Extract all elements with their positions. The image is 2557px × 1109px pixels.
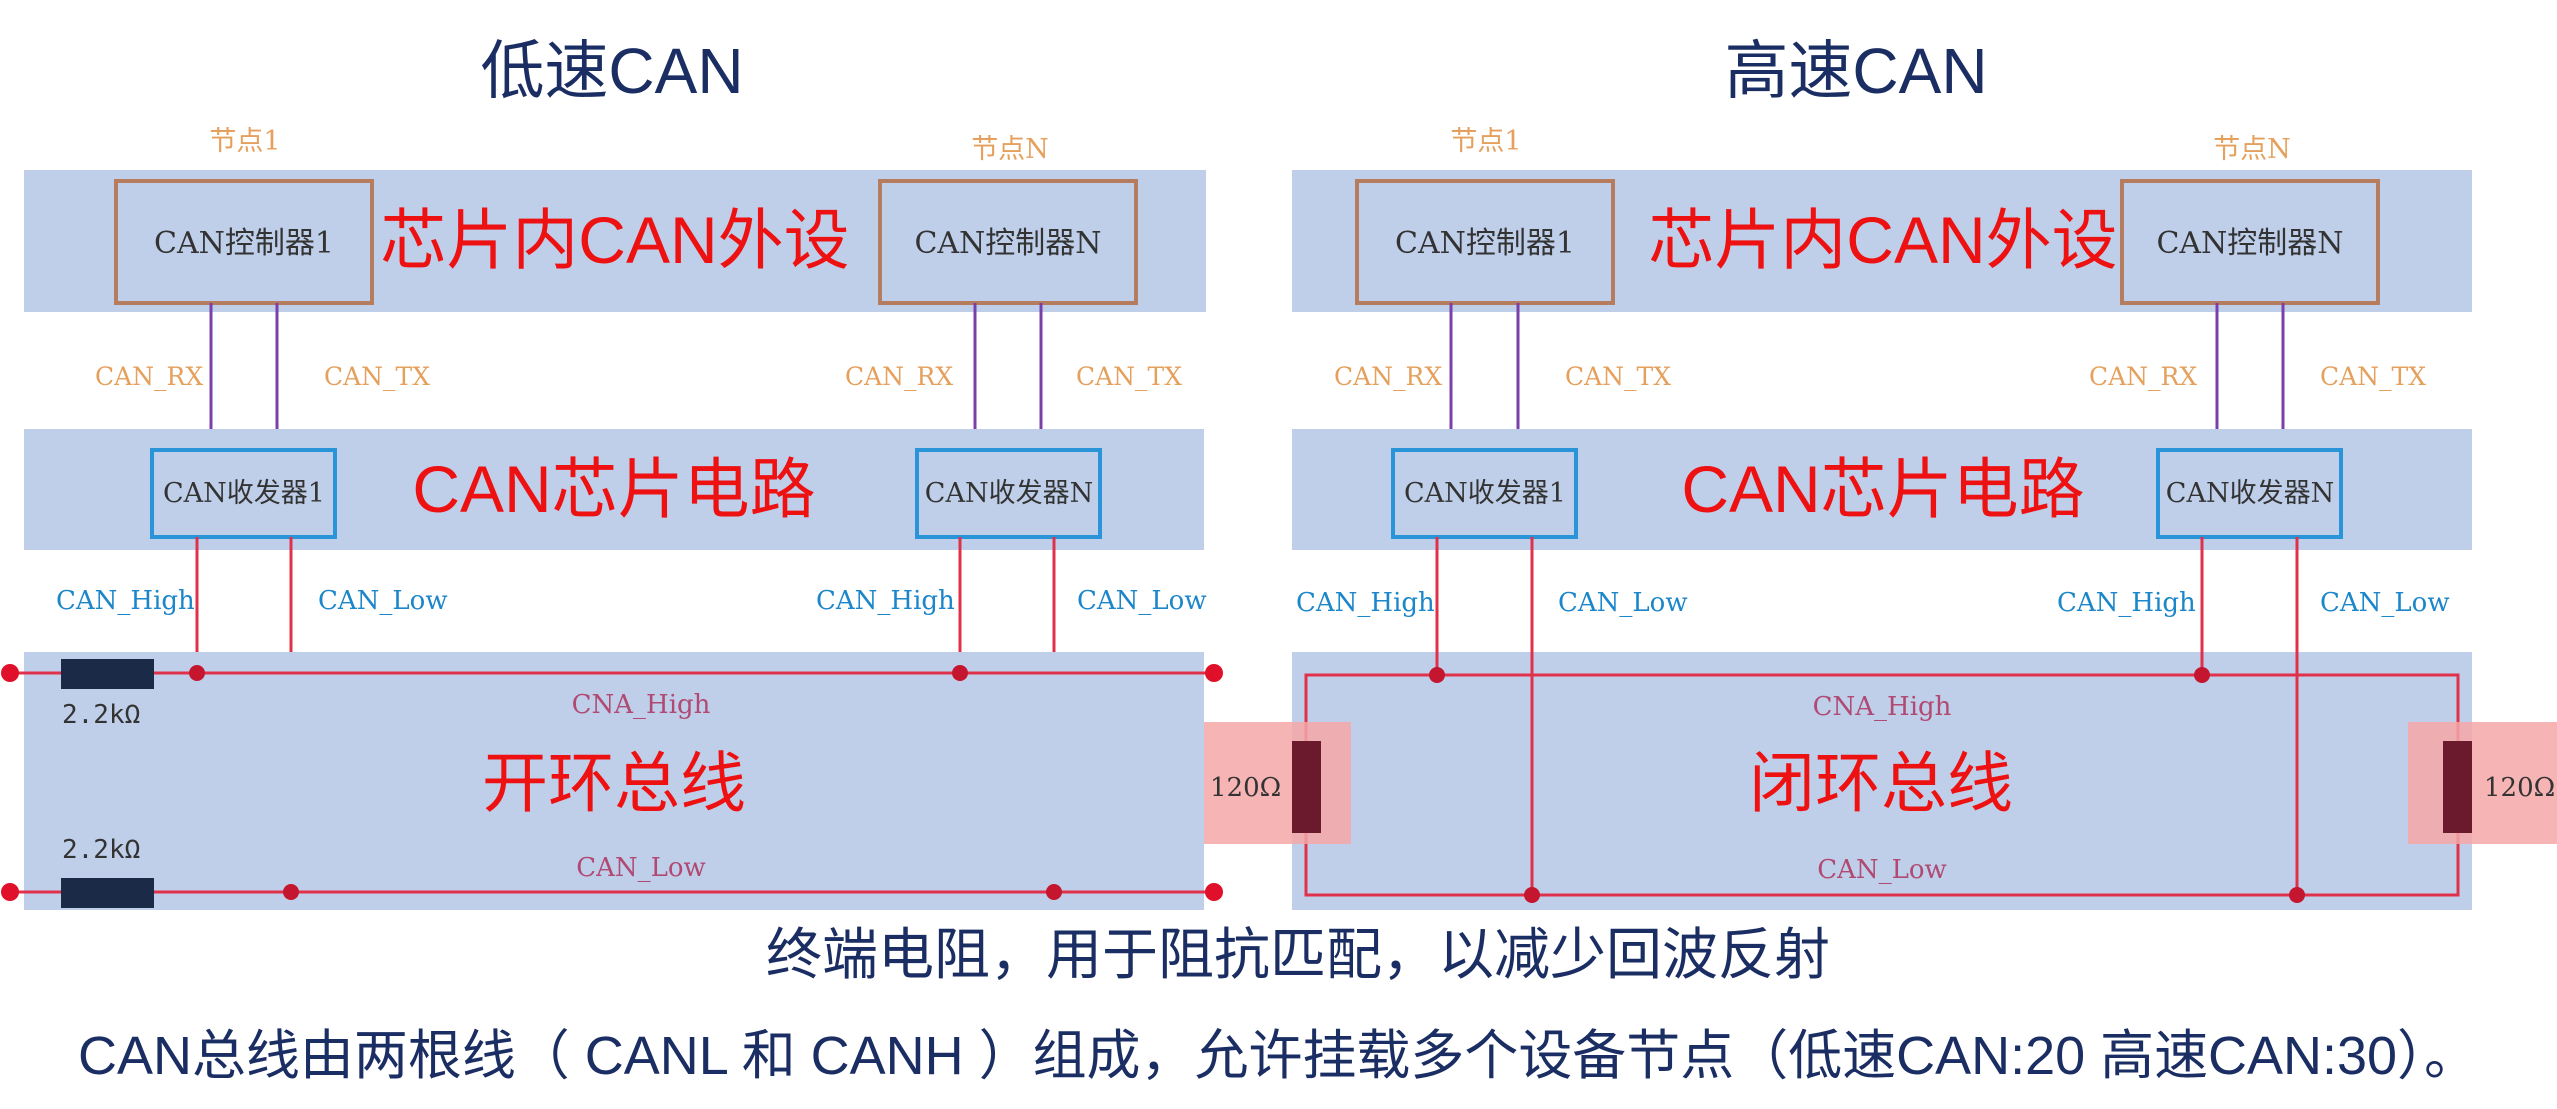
- terminator-left-label: 120Ω: [1210, 773, 1281, 803]
- left-bus-low-label: CAN_Low: [576, 853, 706, 883]
- right-controller1-label: CAN控制器1: [1395, 226, 1575, 261]
- left-chip-circuit-label: CAN芯片电路: [412, 452, 815, 526]
- left-can-high-1: CAN_High: [56, 586, 195, 616]
- left-bus-end-dot-tl: [1, 664, 19, 682]
- right-peripheral-label: 芯片内CAN外设: [1648, 203, 2117, 277]
- left-panel-low-speed-can: 低速CAN 节点1 节点N CAN控制器1 CAN控制器N 芯片内CAN外设 C…: [1, 35, 1223, 910]
- left-junction-low-n: [1046, 884, 1062, 900]
- right-junction-low-1: [1524, 887, 1540, 903]
- right-can-low-1: CAN_Low: [1558, 588, 1688, 618]
- right-transceiver1-label: CAN收发器1: [1404, 478, 1566, 509]
- terminator-right-resistor: [2443, 741, 2472, 833]
- left-can-rx-1: CAN_RX: [95, 362, 203, 391]
- left-resistor-bottom-label: 2.2kΩ: [62, 835, 140, 865]
- right-transceiverN-box: [2156, 448, 2343, 539]
- left-panel-title: 低速CAN: [480, 35, 743, 107]
- right-bus-label: 闭环总线: [1749, 746, 2013, 820]
- left-can-low-1: CAN_Low: [318, 586, 448, 616]
- left-node1-label: 节点1: [209, 126, 280, 157]
- right-bus-high-label: CNA_High: [1813, 692, 1952, 722]
- right-junction-high-n: [2194, 667, 2210, 683]
- right-panel-title: 高速CAN: [1724, 35, 1987, 107]
- right-can-rx-n: CAN_RX: [2089, 362, 2197, 391]
- left-nodeN-label: 节点N: [971, 134, 1049, 165]
- right-controller1-box: [1355, 179, 1615, 305]
- right-controllerN-label: CAN控制器N: [2156, 226, 2343, 261]
- left-controller1-label: CAN控制器1: [154, 226, 334, 261]
- footer-line-1: 终端电阻，用于阻抗匹配，以减少回波反射: [766, 923, 1830, 986]
- left-can-tx-1: CAN_TX: [324, 362, 430, 391]
- left-bus-end-dot-tr: [1205, 664, 1223, 682]
- right-bus-low-label: CAN_Low: [1817, 855, 1947, 885]
- terminator-left-resistor: [1292, 741, 1321, 833]
- left-transceiver1-box: [150, 448, 337, 539]
- left-junction-high-1: [189, 665, 205, 681]
- left-peripheral-label: 芯片内CAN外设: [380, 203, 849, 277]
- right-can-low-n: CAN_Low: [2320, 588, 2450, 618]
- right-node1-label: 节点1: [1450, 126, 1521, 157]
- left-controllerN-box: [878, 179, 1138, 305]
- right-chip-circuit-label: CAN芯片电路: [1681, 452, 2084, 526]
- left-junction-low-1: [283, 884, 299, 900]
- left-transceiverN-label: CAN收发器N: [925, 478, 1093, 509]
- left-controller1-box: [114, 179, 374, 305]
- left-transceiver1-label: CAN收发器1: [163, 478, 325, 509]
- right-bus-band: [1292, 652, 2472, 910]
- left-transceiverN-box: [915, 448, 1102, 539]
- right-transceiver1-box: [1391, 448, 1578, 539]
- termination-resistors: 120Ω 120Ω: [1204, 722, 2557, 844]
- left-bus-band: [24, 652, 1204, 910]
- left-can-tx-n: CAN_TX: [1076, 362, 1182, 391]
- right-can-high-1: CAN_High: [1296, 588, 1435, 618]
- left-can-rx-n: CAN_RX: [845, 362, 953, 391]
- left-bus-high-label: CNA_High: [572, 690, 711, 720]
- left-pullup-resistor-bottom: [61, 878, 154, 908]
- right-can-tx-n: CAN_TX: [2320, 362, 2426, 391]
- terminator-right-label: 120Ω: [2484, 773, 2555, 803]
- right-can-tx-1: CAN_TX: [1565, 362, 1671, 391]
- right-panel-high-speed-can: 高速CAN 节点1 节点N CAN控制器1 CAN控制器N 芯片内CAN外设 C…: [1292, 35, 2472, 910]
- left-resistor-top-label: 2.2kΩ: [62, 700, 140, 730]
- right-junction-low-n: [2289, 887, 2305, 903]
- left-can-high-n: CAN_High: [816, 586, 955, 616]
- terminator-right-highlight: [2408, 722, 2557, 844]
- left-controllerN-label: CAN控制器N: [914, 226, 1101, 261]
- right-controllerN-box: [2120, 179, 2380, 305]
- terminator-left-highlight: [1204, 722, 1351, 844]
- left-peripheral-band: [24, 170, 1206, 312]
- left-bus-end-dot-br: [1205, 883, 1223, 901]
- right-junction-high-1: [1429, 667, 1445, 683]
- right-nodeN-label: 节点N: [2213, 134, 2291, 165]
- left-bus-end-dot-bl: [1, 883, 19, 901]
- left-pullup-resistor-top: [61, 659, 154, 689]
- left-bus-label: 开环总线: [482, 746, 746, 820]
- left-can-low-n: CAN_Low: [1077, 586, 1207, 616]
- left-junction-high-n: [952, 665, 968, 681]
- right-can-rx-1: CAN_RX: [1334, 362, 1442, 391]
- footer-line-2: CAN总线由两根线（ CANL 和 CANH ）组成，允许挂载多个设备节点（低速…: [78, 1026, 2478, 1086]
- right-can-high-n: CAN_High: [2057, 588, 2196, 618]
- right-peripheral-band: [1292, 170, 2472, 312]
- right-transceiverN-label: CAN收发器N: [2166, 478, 2334, 509]
